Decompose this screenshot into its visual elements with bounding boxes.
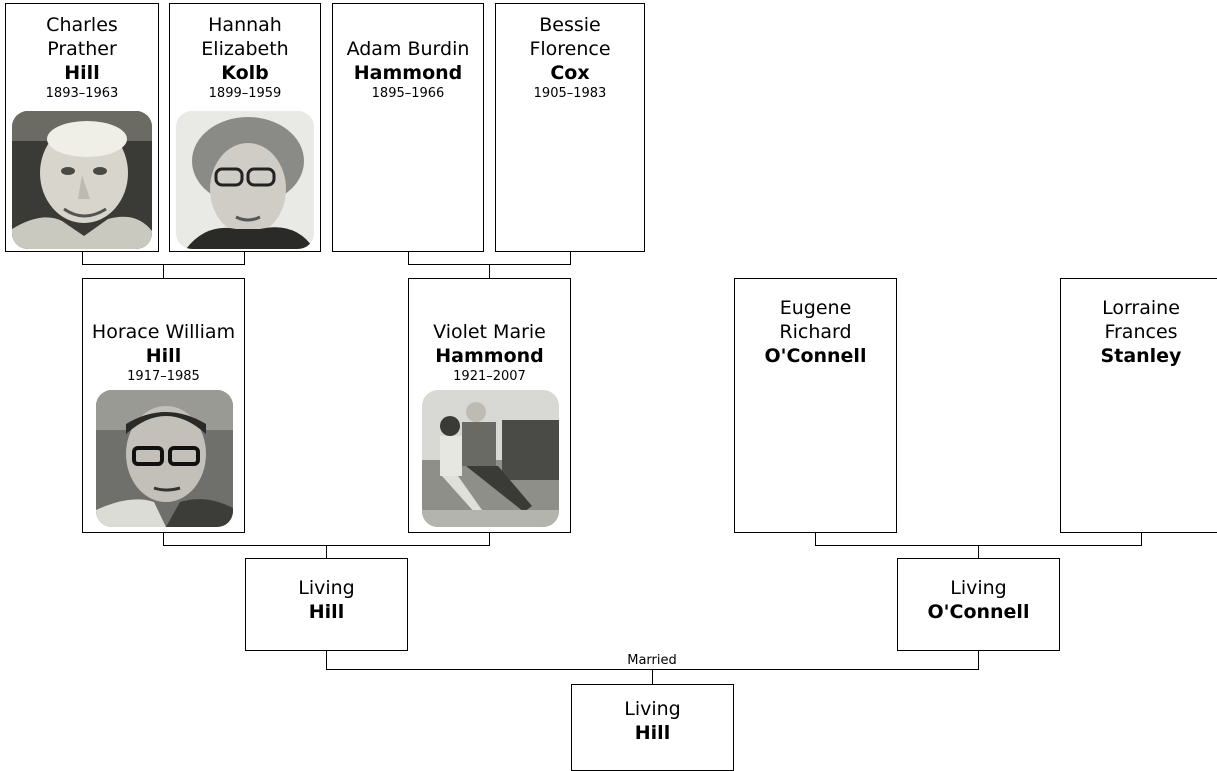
life-dates: 1895–1966 xyxy=(371,86,445,101)
connector-line xyxy=(326,545,327,558)
connector-line xyxy=(489,532,490,546)
person-card-living-child[interactable]: Living Hill xyxy=(571,684,734,771)
connector-line xyxy=(815,532,816,546)
person-card-lorraine-stanley[interactable]: Lorraine Frances Stanley xyxy=(1060,278,1217,533)
portrait-photo xyxy=(176,111,314,249)
given-name: Adam Burdin xyxy=(346,38,470,60)
life-dates: 1917–1985 xyxy=(127,369,200,384)
connector-line xyxy=(163,532,164,546)
given-name: Lorraine Frances xyxy=(1102,297,1180,343)
portrait-photo xyxy=(12,111,152,249)
life-dates: 1905–1983 xyxy=(533,86,607,101)
surname: Hill xyxy=(308,601,345,623)
connector-line xyxy=(82,251,83,265)
person-card-living-oconnell[interactable]: Living O'Connell xyxy=(897,558,1060,651)
life-dates: 1899–1959 xyxy=(208,86,282,101)
given-name: Living xyxy=(950,577,1007,599)
given-name: Eugene Richard xyxy=(779,297,852,343)
surname: Hammond xyxy=(353,62,463,84)
life-dates: 1921–2007 xyxy=(453,369,526,384)
connector-line xyxy=(163,264,164,278)
couple-photo xyxy=(422,390,559,527)
surname: Hill xyxy=(64,62,100,84)
surname: Cox xyxy=(550,62,590,84)
given-name: Bessie Florence xyxy=(529,14,611,60)
person-card-adam-hammond[interactable]: Adam Burdin Hammond 1895–1966 xyxy=(332,3,484,252)
surname: Kolb xyxy=(221,62,269,84)
life-dates: 1893–1963 xyxy=(45,86,119,101)
person-card-charles-hill[interactable]: Charles Prather Hill 1893–1963 xyxy=(5,3,159,252)
surname: Stanley xyxy=(1100,345,1182,367)
portrait-photo xyxy=(96,390,233,527)
given-name: Living xyxy=(298,577,355,599)
person-card-violet-hammond[interactable]: Violet Marie Hammond 1921–2007 xyxy=(408,278,571,533)
surname: O'Connell xyxy=(927,601,1030,623)
given-name: Living xyxy=(624,698,681,720)
surname: Hammond xyxy=(435,345,544,367)
connector-line xyxy=(570,251,571,265)
connector-line xyxy=(326,650,327,670)
connector-line xyxy=(408,251,409,265)
person-card-living-hill[interactable]: Living Hill xyxy=(245,558,408,651)
person-card-horace-hill[interactable]: Horace William Hill 1917–1985 xyxy=(82,278,245,533)
surname: Hill xyxy=(634,722,671,744)
person-card-eugene-oconnell[interactable]: Eugene Richard O'Connell xyxy=(734,278,897,533)
given-name: Violet Marie xyxy=(433,321,546,343)
given-name: Hannah Elizabeth xyxy=(201,14,289,60)
given-name: Charles Prather xyxy=(46,14,118,60)
connector-line xyxy=(652,669,653,684)
married-label: Married xyxy=(627,653,677,668)
connector-line xyxy=(489,264,490,278)
person-card-bessie-cox[interactable]: Bessie Florence Cox 1905–1983 xyxy=(495,3,645,252)
connector-line xyxy=(244,251,245,265)
surname: O'Connell xyxy=(764,345,867,367)
person-card-hannah-kolb[interactable]: Hannah Elizabeth Kolb 1899–1959 xyxy=(169,3,321,252)
surname: Hill xyxy=(145,345,182,367)
connector-line xyxy=(1141,532,1142,546)
given-name: Horace William xyxy=(91,321,236,343)
connector-line xyxy=(978,545,979,558)
connector-line xyxy=(978,650,979,670)
